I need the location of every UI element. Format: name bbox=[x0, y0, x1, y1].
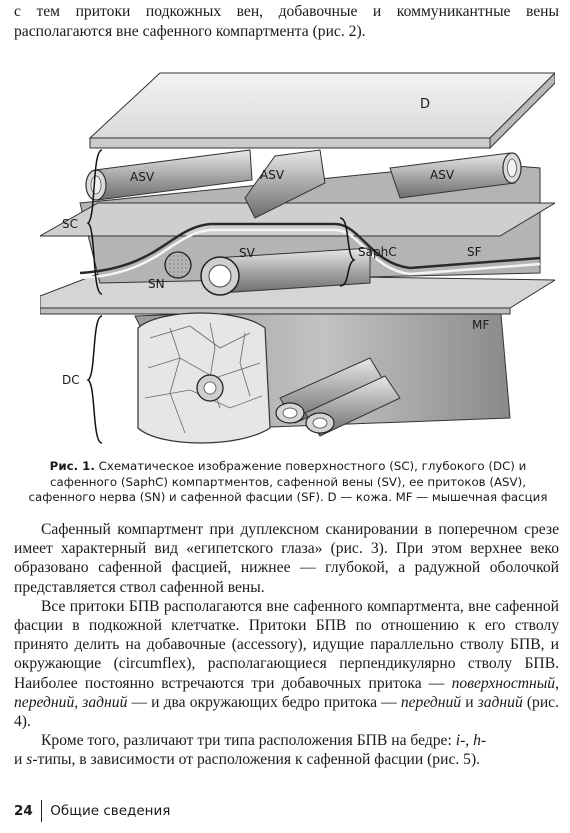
label-DC: DC bbox=[62, 373, 80, 387]
section-title: Общие сведения bbox=[50, 803, 171, 819]
paragraph-2: Все притоки БПВ располагаются вне сафенн… bbox=[14, 597, 559, 731]
paragraph-1: Сафенный компартмент при дуплексном скан… bbox=[14, 521, 559, 596]
page-footer: 24 Общие сведения bbox=[14, 800, 170, 822]
label-ASV-3: ASV bbox=[430, 168, 455, 182]
tributary-vein-2 bbox=[244, 149, 326, 219]
dc-brace bbox=[86, 315, 103, 444]
anatomy-figure: D ASV ASV ASV SC SV SN SaphC SF MF DC bbox=[40, 72, 555, 444]
label-D: D bbox=[420, 97, 430, 112]
caption-label: Рис. 1. bbox=[49, 459, 95, 473]
footer-divider bbox=[40, 800, 43, 822]
skin-plate bbox=[88, 72, 555, 139]
label-SV: SV bbox=[239, 246, 256, 260]
label-SC: SC bbox=[62, 217, 78, 231]
caption-text: Схематическое изображение поверхностного… bbox=[28, 459, 548, 505]
saphenous-fascia-curve bbox=[79, 222, 541, 275]
page-number: 24 bbox=[14, 803, 33, 819]
body-text: Сафенный компартмент при дуплексном скан… bbox=[14, 520, 559, 770]
paragraph-3: Кроме того, различают три типа расположе… bbox=[14, 732, 487, 769]
tributary-vein-3 bbox=[389, 152, 516, 199]
label-MF: MF bbox=[472, 318, 489, 332]
label-SF: SF bbox=[467, 245, 482, 259]
saphenous-fascia-plate bbox=[40, 202, 555, 237]
intro-text: с тем притоки подкожных вен, добавочные … bbox=[14, 3, 559, 40]
saphc-brace bbox=[339, 217, 356, 287]
figure-caption: Рис. 1. Схематическое изображение поверх… bbox=[28, 459, 548, 506]
saphenous-nerve bbox=[164, 251, 192, 279]
label-SN: SN bbox=[148, 277, 165, 291]
label-ASV-2: ASV bbox=[260, 168, 285, 182]
sc-brace bbox=[86, 149, 103, 295]
label-SaphC: SaphC bbox=[358, 245, 397, 259]
label-ASV-1: ASV bbox=[130, 170, 155, 184]
